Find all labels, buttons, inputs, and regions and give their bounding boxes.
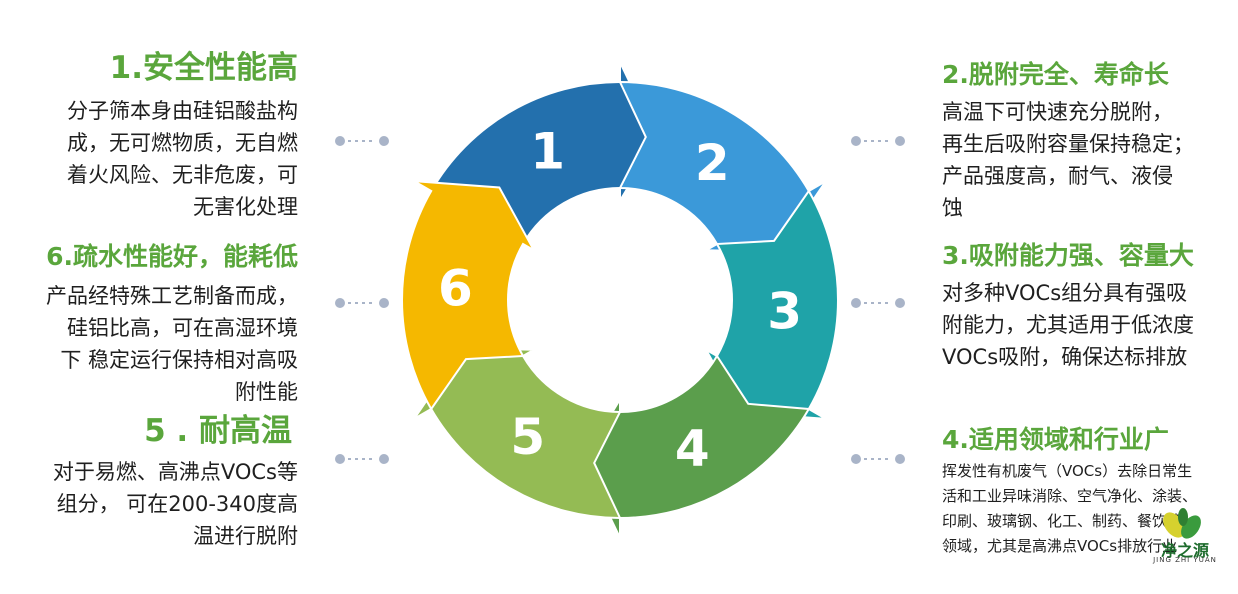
cycle-number-6: 6 <box>438 259 473 317</box>
cycle-segment-4 <box>581 354 811 539</box>
cycle-number-3: 3 <box>767 283 802 341</box>
item-4-line: 领域，尤其是高沸点VOCs排放行业 <box>942 537 1178 555</box>
cycle-segment-5 <box>413 347 622 520</box>
cycle-segment-1 <box>429 61 659 246</box>
item-1: 1.安全性能高 分子筛本身由硅铝酸盐构 成，无可燃物质，无自燃 着火风险、无非危… <box>20 50 298 223</box>
item-6-line: 产品经特殊工艺制备而成， <box>46 284 298 308</box>
item-5-line: 组分， 可在200-340度高 <box>56 492 298 517</box>
cycle-diagram: 1 2 3 4 5 6 <box>401 61 839 539</box>
item-2-desc: 高温下可快速充分脱附， 再生后吸附容量保持稳定； 产品强度高，耐气、液侵 蚀 <box>942 96 1232 224</box>
item-2-line: 再生后吸附容量保持稳定； <box>942 132 1194 156</box>
item-5-desc: 对于易燃、高沸点VOCs等 组分， 可在200-340度高 温进行脱附 <box>20 456 298 552</box>
item-5: 5 . 耐高温 对于易燃、高沸点VOCs等 组分， 可在200-340度高 温进… <box>20 413 298 552</box>
item-3: 3.吸附能力强、容量大 对多种VOCs组分具有强吸 附能力，尤其适用于低浓度 V… <box>942 241 1232 373</box>
item-5-line: 温进行脱附 <box>193 524 298 549</box>
item-3-title: 3.吸附能力强、容量大 <box>942 241 1194 270</box>
item-6-line: 下 稳定运行保持相对高吸 <box>60 348 298 372</box>
connector-5 <box>335 454 389 464</box>
item-4-line: 活和工业异味消除、空气净化、涂装、 <box>942 487 1198 505</box>
item-6-line: 硅铝比高，可在高湿环境 <box>67 316 298 340</box>
item-6-title: 6.疏水性能好，能耗低 <box>46 242 298 271</box>
item-5-title: 5 . 耐高温 <box>144 413 292 449</box>
item-3-desc: 对多种VOCs组分具有强吸 附能力，尤其适用于低浓度 VOCs吸附，确保达标排放 <box>942 277 1232 373</box>
cycle-segment-2 <box>618 80 827 253</box>
item-2-line: 高温下可快速充分脱附， <box>942 100 1173 124</box>
item-2-line: 产品强度高，耐气、液侵 <box>942 164 1173 188</box>
item-6-line: 附性能 <box>235 380 298 404</box>
cycle-number-4: 4 <box>675 419 710 477</box>
item-3-line: 附能力，尤其适用于低浓度 <box>942 313 1194 337</box>
item-2-title: 2.脱附完全、寿命长 <box>942 60 1169 89</box>
item-2-line: 蚀 <box>942 196 963 220</box>
item-3-line: 对多种VOCs组分具有强吸 <box>942 281 1188 305</box>
brand-logo-name: 净之源 <box>1160 541 1209 560</box>
item-3-line: VOCs吸附，确保达标排放 <box>942 345 1188 369</box>
connector-1 <box>335 136 389 146</box>
item-1-line: 成，无可燃物质，无自燃 <box>67 131 298 156</box>
connector-6 <box>335 298 389 308</box>
item-1-title: 1.安全性能高 <box>109 50 298 86</box>
brand-logo-sub: JING ZHI YUAN <box>1153 556 1217 564</box>
item-5-line: 对于易燃、高沸点VOCs等 <box>52 460 298 485</box>
item-1-line: 无害化处理 <box>193 195 298 220</box>
item-4-line: 挥发性有机废气（VOCs）去除日常生 <box>942 462 1193 480</box>
item-6-desc: 产品经特殊工艺制备而成， 硅铝比高，可在高湿环境 下 稳定运行保持相对高吸 附性… <box>20 280 298 408</box>
item-1-line: 分子筛本身由硅铝酸盐构 <box>67 99 298 124</box>
connector-4 <box>851 454 905 464</box>
item-6: 6.疏水性能好，能耗低 产品经特殊工艺制备而成， 硅铝比高，可在高湿环境 下 稳… <box>20 242 298 408</box>
leaf-icon <box>1163 508 1201 539</box>
cycle-segment-6 <box>401 180 537 411</box>
item-4-title: 4.适用领域和行业广 <box>942 425 1169 454</box>
brand-logo <box>1163 508 1201 539</box>
cycle-number-2: 2 <box>695 134 730 192</box>
cycle-number-5: 5 <box>510 408 545 466</box>
item-2: 2.脱附完全、寿命长 高温下可快速充分脱附， 再生后吸附容量保持稳定； 产品强度… <box>942 60 1232 224</box>
connector-3 <box>851 298 905 308</box>
item-4: 4.适用领域和行业广 挥发性有机废气（VOCs）去除日常生 活和工业异味消除、空… <box>942 425 1232 559</box>
cycle-number-1: 1 <box>530 123 565 181</box>
item-1-line: 着火风险、无非危废，可 <box>67 163 298 188</box>
connector-2 <box>851 136 905 146</box>
cycle-segment-3 <box>703 189 839 420</box>
item-4-line: 印刷、玻璃钢、化工、制药、餐饮等 <box>942 512 1183 530</box>
item-4-desc: 挥发性有机废气（VOCs）去除日常生 活和工业异味消除、空气净化、涂装、 印刷、… <box>942 459 1232 559</box>
item-1-desc: 分子筛本身由硅铝酸盐构 成，无可燃物质，无自燃 着火风险、无非危废，可 无害化处… <box>20 95 298 223</box>
